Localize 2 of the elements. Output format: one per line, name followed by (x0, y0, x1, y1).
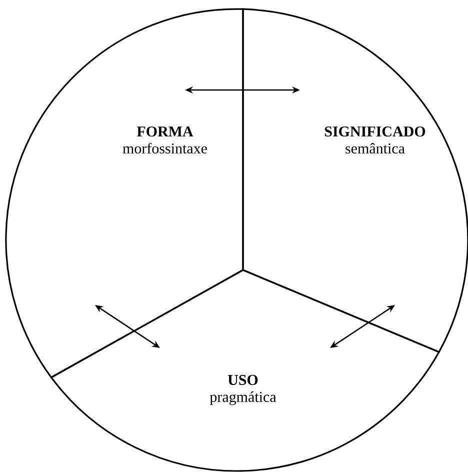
circle-sector: USO pragmática (50, 269, 440, 472)
circle-sector: SIGNIFICADO semântica (242, 8, 468, 353)
